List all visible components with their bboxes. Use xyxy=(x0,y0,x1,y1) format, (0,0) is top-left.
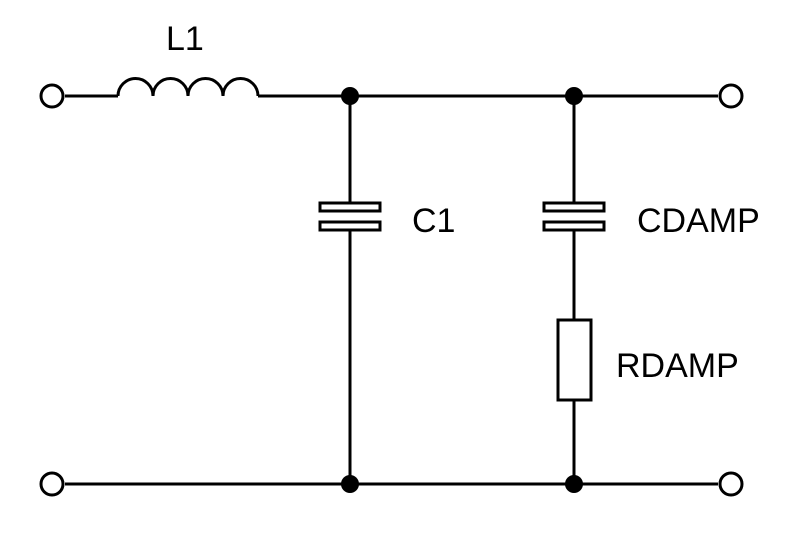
label-l1: L1 xyxy=(166,20,204,58)
label-cdamp: CDAMP xyxy=(637,202,760,240)
terminal-output-bottom xyxy=(718,471,744,497)
c1-plate-bottom xyxy=(318,220,382,232)
terminal-input-top xyxy=(39,83,65,109)
rdamp-body xyxy=(556,318,593,402)
junction-top-c1 xyxy=(341,87,359,105)
c1-plate-top xyxy=(318,201,382,213)
terminal-output-top xyxy=(718,83,744,109)
junction-bottom-c1 xyxy=(341,475,359,493)
label-rdamp: RDAMP xyxy=(616,347,739,385)
cdamp-plate-bottom xyxy=(542,220,606,232)
junction-bottom-rdamp xyxy=(565,475,583,493)
junction-top-cdamp xyxy=(565,87,583,105)
terminal-input-bottom xyxy=(39,471,65,497)
label-c1: C1 xyxy=(412,202,455,240)
inductor-l1 xyxy=(116,77,260,97)
cdamp-plate-top xyxy=(542,201,606,213)
